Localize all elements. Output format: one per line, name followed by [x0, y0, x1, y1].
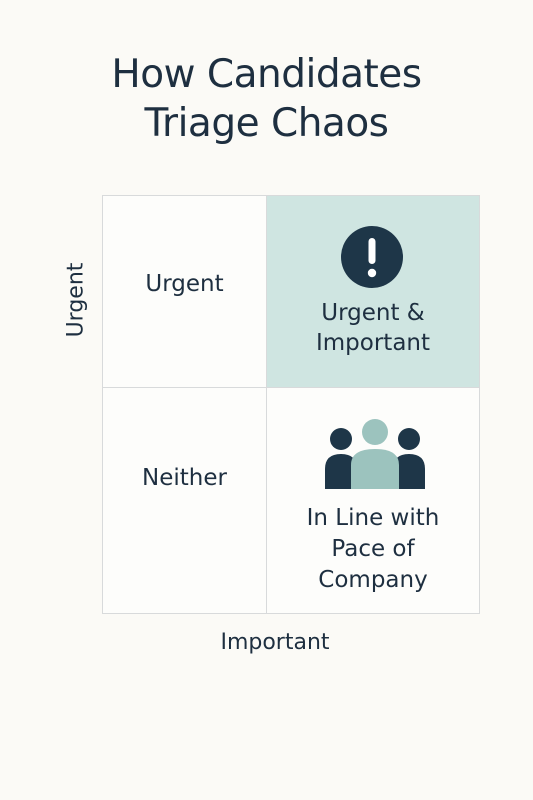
quadrant-label-pace-line-2: Pace of — [331, 536, 415, 562]
quadrant-label-pace-line-3: Company — [318, 567, 428, 593]
quadrant-label-urgent-important: Urgent & Important — [266, 298, 480, 358]
x-axis-label: Important — [220, 630, 330, 655]
quadrant-label-urgent-important-line-2: Important — [315, 330, 431, 356]
quadrant-label-urgent: Urgent — [145, 271, 224, 297]
quadrant-urgent-important — [266, 195, 480, 388]
exclamation-circle-icon — [340, 225, 404, 289]
title-line-1: How Candidates — [111, 52, 422, 97]
group-people-icon — [323, 419, 427, 489]
quadrant-label-pace-line-1: In Line with — [306, 505, 440, 531]
y-axis-label: Urgent — [63, 262, 89, 338]
quadrant-urgent — [102, 195, 267, 388]
quadrant-label-urgent-important-line-1: Urgent & — [321, 300, 425, 326]
quadrant-label-in-line-with-pace: In Line with Pace of Company — [266, 503, 480, 596]
title-line-2: Triage Chaos — [144, 101, 389, 146]
priority-matrix: Urgent Urgent & Important Neither In Lin… — [102, 195, 480, 614]
quadrant-label-neither: Neither — [142, 465, 227, 491]
quadrant-neither — [102, 387, 267, 614]
